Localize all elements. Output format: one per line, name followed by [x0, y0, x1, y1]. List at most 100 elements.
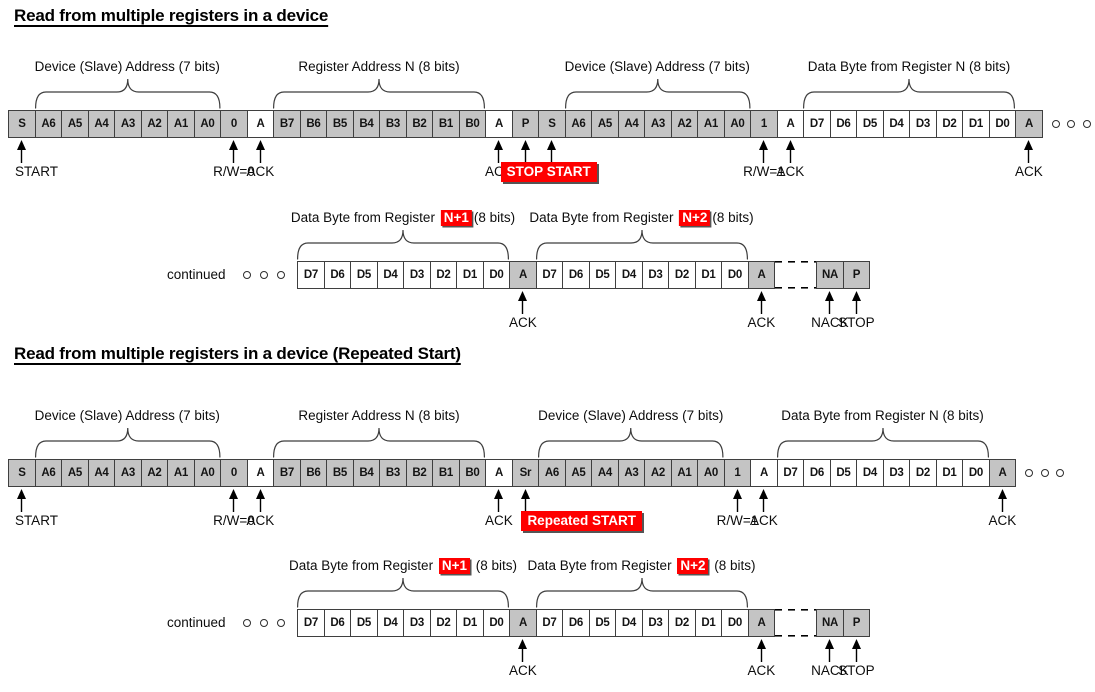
bit-cell: D1	[456, 609, 484, 637]
arrow-up-icon	[17, 139, 27, 163]
arrow-up-icon	[851, 638, 861, 662]
bit-cell: B2	[405, 459, 434, 487]
ellipsis-dot	[243, 271, 251, 279]
bit-cell: A5	[564, 459, 593, 487]
brace	[564, 78, 750, 109]
callout-label: ACK	[747, 315, 776, 330]
bit-cell: D6	[562, 261, 590, 289]
callout-label: NACK	[811, 315, 849, 330]
bit-cell: A5	[61, 459, 89, 487]
ellipsis-dot	[260, 619, 268, 627]
bit-cell: A0	[697, 459, 725, 487]
bit-cell: D6	[562, 609, 590, 637]
bit-cell: A1	[670, 459, 699, 487]
ellipsis-dot	[277, 619, 285, 627]
brace-label: Device (Slave) Address (7 bits)	[35, 408, 220, 423]
arrow-up-icon	[759, 139, 769, 163]
callout-label: STOP	[838, 663, 875, 678]
arrow-up-icon	[229, 488, 239, 512]
brace-label-part: (8 bits)	[471, 558, 517, 573]
bit-cell: D6	[803, 459, 831, 487]
arrow-up-icon	[520, 139, 530, 163]
bit-cell: D5	[588, 261, 617, 289]
callout-label: ACK	[509, 315, 537, 330]
bit-cell: B3	[379, 459, 407, 487]
arrow-up-icon	[732, 488, 742, 512]
brace-label-part: Data Byte from Register N (8 bits)	[781, 408, 984, 423]
ellipsis-dot	[1025, 469, 1033, 477]
brace-label: Data Byte from Register N+2(8 bits)	[529, 210, 754, 226]
bit-cell: A2	[140, 459, 169, 487]
brace	[535, 229, 748, 260]
bit-cell: B0	[458, 459, 487, 487]
bit-cell: A6	[34, 459, 63, 487]
callout-label: STOP	[838, 315, 875, 330]
bit-cell: 0	[220, 110, 248, 138]
bit-cell: D7	[803, 110, 831, 138]
brace-label: Register Address N (8 bits)	[298, 408, 459, 423]
register-offset-chip: N+2	[677, 558, 709, 574]
bit-cell: D7	[535, 609, 564, 637]
brace-label: Data Byte from Register N (8 bits)	[808, 59, 1011, 74]
bit-cell: D1	[935, 459, 964, 487]
bit-cell: A	[485, 459, 513, 487]
bit-cell: A	[1015, 110, 1043, 138]
brace-label: Data Byte from Register N+1 (8 bits)	[289, 558, 517, 574]
arrow-up-icon	[520, 488, 530, 512]
arrow-up-icon	[1024, 139, 1034, 163]
callout-label-red: Repeated START	[521, 511, 642, 531]
bit-cell: A	[509, 609, 537, 637]
callout-label: START	[14, 513, 58, 528]
bit-cell: D5	[350, 609, 378, 637]
callout-label: R/W=0	[213, 513, 255, 528]
continued-label: continued	[167, 615, 226, 630]
diagram-title-repeated-start: Read from multiple registers in a device…	[14, 344, 461, 363]
bit-cell: B1	[432, 110, 460, 138]
bit-cell: A	[776, 110, 805, 138]
bit-cell: D3	[403, 261, 431, 289]
bit-cell: A3	[644, 110, 672, 138]
brace	[803, 78, 1015, 109]
brace-label-part: Data Byte from Register	[529, 210, 678, 225]
ellipsis-dot	[1040, 469, 1049, 477]
arrow-up-icon	[17, 488, 27, 512]
bit-cell: B2	[405, 110, 434, 138]
callout-label: START	[14, 164, 58, 179]
bit-cell: D0	[721, 609, 749, 637]
bit-cell: A4	[87, 459, 116, 487]
bit-cell: D6	[323, 609, 352, 637]
callout-label: ACK	[246, 164, 275, 179]
bit-cell: A	[750, 459, 778, 487]
bit-cell: Sr	[511, 459, 540, 487]
brace	[34, 427, 220, 458]
arrow-up-icon	[518, 638, 528, 662]
arrow-up-icon	[255, 488, 265, 512]
bit-cell: A0	[193, 459, 222, 487]
arrow-up-icon	[255, 139, 265, 163]
bit-cell: A	[509, 261, 537, 289]
arrow-up-icon	[494, 139, 504, 163]
bit-cell: A5	[61, 110, 89, 138]
brace	[776, 427, 989, 458]
bit-cell: D5	[829, 459, 858, 487]
bit-cell: P	[511, 110, 540, 138]
callout-label-red: STOP START	[500, 162, 597, 182]
callout-label: ACK	[246, 513, 275, 528]
bit-cell: D5	[588, 609, 617, 637]
bit-cell: D1	[962, 110, 990, 138]
bit-cell: A	[988, 459, 1017, 487]
brace-label: Device (Slave) Address (7 bits)	[538, 408, 723, 423]
arrow-up-icon	[756, 638, 766, 662]
bit-cell: D1	[456, 261, 484, 289]
bit-cell: D2	[909, 459, 937, 487]
ellipsis-dot	[260, 271, 268, 279]
callout-label: R/W=0	[213, 164, 255, 179]
bit-cell: A4	[617, 110, 646, 138]
bit-cell: A3	[617, 459, 646, 487]
bit-cell: D0	[962, 459, 990, 487]
callout-label: ACK	[750, 513, 778, 528]
arrow-up-icon	[547, 139, 557, 163]
callout-label: ACK	[747, 663, 776, 678]
bit-cell: D2	[429, 609, 458, 637]
